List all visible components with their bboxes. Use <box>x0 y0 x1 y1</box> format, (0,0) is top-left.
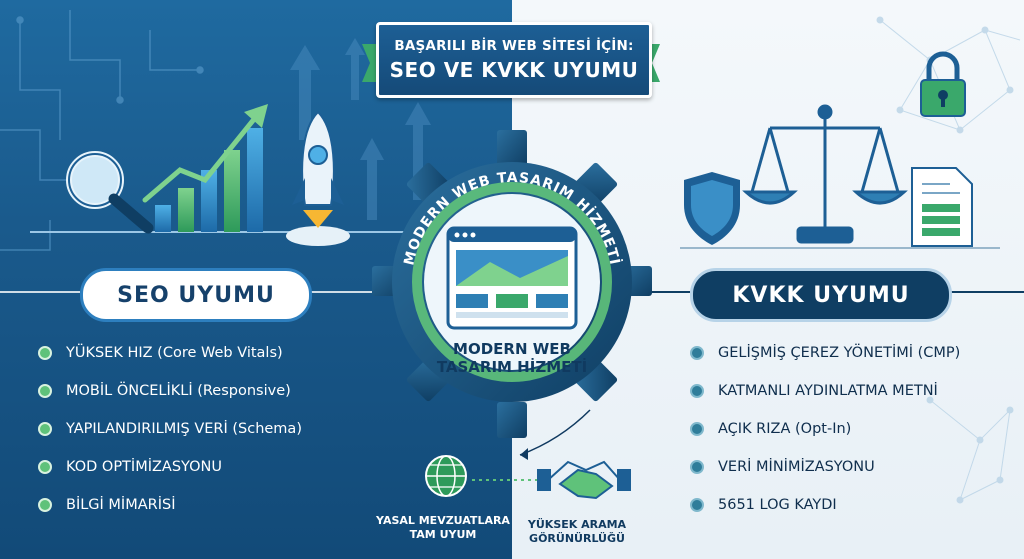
upward-arrows <box>290 38 431 220</box>
curved-arrow <box>519 409 591 456</box>
legal-compliance-label: YASAL MEVZUATLARA TAM UYUM <box>368 514 518 542</box>
seo-list-item: YAPILANDIRILMIŞ VERİ (Schema) <box>38 410 302 448</box>
search-visibility-label: YÜKSEK ARAMA GÖRÜNÜRLÜĞÜ <box>512 518 642 546</box>
search-visibility-line-2: GÖRÜNÜRLÜĞÜ <box>529 532 625 545</box>
handshake-icon <box>537 460 631 500</box>
bullet-icon <box>690 422 704 436</box>
bullet-icon <box>690 346 704 360</box>
network-mesh <box>876 16 1021 504</box>
bullet-icon <box>38 346 52 360</box>
seo-heading-pill: SEO UYUMU <box>80 268 312 322</box>
center-label-line-2: TASARIM HİZMETİ <box>436 358 588 376</box>
kvkk-item-text: AÇIK RIZA (Opt-In) <box>718 421 852 437</box>
title-banner: BAŞARILI BİR WEB SİTESİ İÇİN: SEO VE KVK… <box>362 22 660 100</box>
seo-list-item: BİLGİ MİMARİSİ <box>38 486 302 524</box>
center-label: MODERN WEB TASARIM HİZMETİ <box>402 340 622 376</box>
seo-list-item: YÜKSEK HIZ (Core Web Vitals) <box>38 334 302 372</box>
kvkk-list-item: KATMANLI AYDINLATMA METNİ <box>690 372 960 410</box>
curved-arrow-head <box>520 448 528 460</box>
bullet-icon <box>38 384 52 398</box>
kvkk-item-text: 5651 LOG KAYDI <box>718 497 837 513</box>
search-visibility-line-1: YÜKSEK ARAMA <box>527 518 627 531</box>
seo-item-text: BİLGİ MİMARİSİ <box>66 497 176 513</box>
title-line-1: BAŞARILI BİR WEB SİTESİ İÇİN: <box>394 38 634 54</box>
magnifier-icon <box>66 151 154 234</box>
circuit-lines-left <box>0 10 204 251</box>
shield-icon <box>684 172 740 245</box>
kvkk-item-text: KATMANLI AYDINLATMA METNİ <box>718 383 938 399</box>
bullet-icon <box>38 460 52 474</box>
seo-item-text: YAPILANDIRILMIŞ VERİ (Schema) <box>66 421 302 437</box>
kvkk-list-item: VERİ MİNİMİZASYONU <box>690 448 960 486</box>
globe-icon <box>425 455 467 497</box>
seo-list: YÜKSEK HIZ (Core Web Vitals) MOBİL ÖNCEL… <box>38 334 302 524</box>
document-icon <box>911 167 973 247</box>
title-line-2: SEO VE KVKK UYUMU <box>389 58 639 82</box>
seo-item-text: MOBİL ÖNCELİKLİ (Responsive) <box>66 383 291 399</box>
bullet-icon <box>690 384 704 398</box>
seo-item-text: YÜKSEK HIZ (Core Web Vitals) <box>66 345 283 361</box>
browser-window-icon <box>446 226 578 330</box>
rocket-icon <box>286 110 350 246</box>
kvkk-list-item: AÇIK RIZA (Opt-In) <box>690 410 960 448</box>
seo-list-item: MOBİL ÖNCELİKLİ (Responsive) <box>38 372 302 410</box>
scales-icon <box>742 104 908 244</box>
kvkk-list: GELİŞMİŞ ÇEREZ YÖNETİMİ (CMP) KATMANLI A… <box>690 334 960 524</box>
seo-list-item: KOD OPTİMİZASYONU <box>38 448 302 486</box>
bullet-icon <box>38 422 52 436</box>
title-box: BAŞARILI BİR WEB SİTESİ İÇİN: SEO VE KVK… <box>376 22 652 98</box>
legal-compliance-line-1: YASAL MEVZUATLARA <box>376 514 510 527</box>
bullet-icon <box>690 498 704 512</box>
legal-compliance-line-2: TAM UYUM <box>409 528 477 541</box>
kvkk-list-item: GELİŞMİŞ ÇEREZ YÖNETİMİ (CMP) <box>690 334 960 372</box>
kvkk-list-item: 5651 LOG KAYDI <box>690 486 960 524</box>
kvkk-item-text: VERİ MİNİMİZASYONU <box>718 459 875 475</box>
seo-item-text: KOD OPTİMİZASYONU <box>66 459 222 475</box>
bullet-icon <box>690 460 704 474</box>
kvkk-item-text: GELİŞMİŞ ÇEREZ YÖNETİMİ (CMP) <box>718 345 961 361</box>
bullet-icon <box>38 498 52 512</box>
growth-chart-icon <box>142 104 268 232</box>
kvkk-heading-pill: KVKK UYUMU <box>690 268 952 322</box>
center-label-line-1: MODERN WEB <box>453 340 571 358</box>
padlock-icon <box>920 51 966 117</box>
